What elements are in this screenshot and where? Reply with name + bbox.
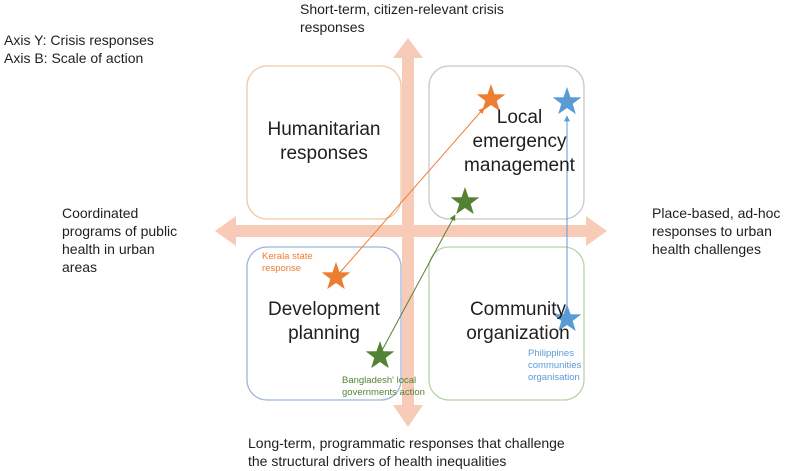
kerala-end-star-icon [476,84,506,112]
axis-label-right-line2: responses to urban [652,222,772,239]
kerala-trajectory-arrow [335,107,485,278]
stars [321,84,582,369]
quadrant-title-humanitarian: Humanitarian responses [247,118,401,166]
case-label-philippines: Philippines communities organisation [528,348,581,384]
quadrant-title-local-emergency-line3: management [464,154,575,176]
axis-label-left: Coordinated programs of public health in… [62,205,177,277]
quadrant-box-development [246,246,402,401]
quadrant-box-community [428,246,585,401]
quadrant-box-humanitarian [246,65,402,220]
case-label-bangladesh-line2: governments action [342,386,425,398]
kerala-start-star-icon [321,262,351,290]
case-label-philippines-line2: communities [528,359,582,371]
quadrant-title-development-line1: Development [268,299,380,320]
axis-label-left-line1: Coordinated [62,205,139,221]
axis-label-top-line1: Short-term, citizen-relevant crisis [300,1,504,17]
quadrant-title-community-line1: Community [469,299,567,320]
philippines-end-star-icon [552,87,582,115]
quadrant-title-humanitarian-line2: responses [280,142,368,164]
quadrant-title-local-emergency-line1: Local [496,107,543,128]
axis-label-right-line1: Place-based, ad-hoc [652,205,781,221]
case-label-bangladesh: Bangladesh' local governments action [342,375,425,399]
axis-label-bottom: Long-term, programmatic responses that c… [248,435,565,471]
quadrant-title-development-line2: planning [288,322,360,344]
quadrant-title-development: Development planning [247,298,401,346]
quadrant-title-community-line2: organization [466,322,570,344]
axis-label-top: Short-term, citizen-relevant crisis resp… [300,1,504,37]
axis-label-bottom-line1: Long-term, programmatic responses that c… [248,435,565,451]
case-label-philippines-line3: organisation [528,371,580,383]
case-label-kerala: Kerala state response [262,251,313,275]
axis-legend-y: Axis Y: Crisis responses [4,32,154,48]
quadrant-title-local-emergency-line2: emergency [472,130,567,152]
quadrant-box-local-emergency [428,65,585,220]
axis-label-left-line4: areas [62,258,98,275]
axis-label-left-line3: health in urban [62,240,155,257]
axis-label-top-line2: responses [300,18,365,35]
quadrant-title-community: Community organization [438,298,598,346]
axis-label-right: Place-based, ad-hoc responses to urban h… [652,205,780,259]
bangladesh-trajectory-arrow [379,214,456,355]
axis-label-right-line3: health challenges [652,240,761,257]
case-label-kerala-line1: Kerala state [262,251,313,262]
axis-arrows [215,38,607,427]
case-label-bangladesh-line1: Bangladesh' local [342,375,417,386]
axis-label-left-line2: programs of public [62,222,178,239]
bangladesh-start-star-icon [365,341,395,369]
horizontal-axis-arrow [215,216,607,246]
axis-legend-b: Axis B: Scale of action [4,49,144,66]
case-label-kerala-line2: response [262,262,302,274]
quadrant-title-local-emergency: Local emergency management [442,106,597,177]
bangladesh-end-star-icon [450,187,480,215]
axis-label-bottom-line2: the structural drivers of health inequal… [248,452,507,469]
case-label-philippines-line1: Philippines [528,348,574,359]
axis-legend: Axis Y: Crisis responses Axis B: Scale o… [4,32,154,68]
quadrant-title-humanitarian-line1: Humanitarian [267,119,381,140]
philippines-start-star-icon [552,304,582,332]
